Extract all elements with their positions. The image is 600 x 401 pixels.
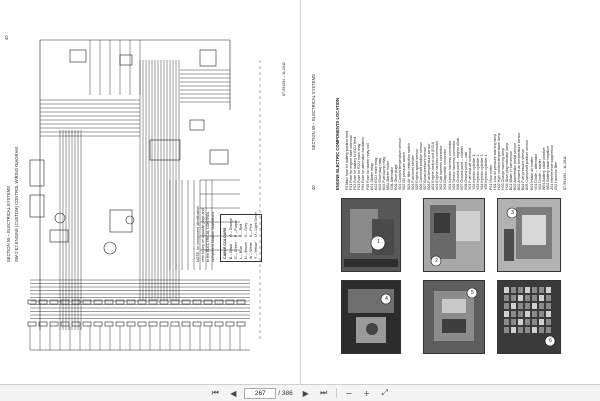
photo-5-image bbox=[424, 281, 484, 353]
photo-callout: 2 bbox=[435, 258, 438, 264]
component-list-item: Z02 Harness filter bbox=[554, 161, 559, 190]
photo-1-image bbox=[342, 199, 400, 271]
left-footer-code: 87-591354 – 11-2011 bbox=[282, 62, 286, 96]
component-list-item: P01 Hour meter bbox=[488, 164, 493, 190]
component-list-item: B05 Crankshaft position sensor bbox=[525, 140, 530, 190]
cable-colour-entry: S – Grey bbox=[244, 222, 248, 237]
next-page-button[interactable]: ▶ bbox=[299, 387, 313, 399]
last-page-icon: ⏭ bbox=[320, 388, 328, 397]
photo-2-image bbox=[424, 199, 484, 271]
component-list-item: H01 Low oil pressure warning lamp bbox=[492, 133, 497, 190]
photo-callout: 6 bbox=[549, 338, 552, 344]
component-list-item: F05 Fuse for starter relay coil bbox=[365, 143, 370, 190]
fit-page-button[interactable]: ⤢ bbox=[378, 387, 392, 399]
cable-colour-entry: U – Light Green bbox=[254, 211, 258, 237]
page-number-input[interactable]: 267 bbox=[244, 387, 277, 399]
photo-5: 5 bbox=[423, 280, 485, 354]
cable-colour-entry: R – Red bbox=[239, 223, 243, 237]
left-page-number: 40 bbox=[4, 35, 9, 40]
photo-callout: 4 bbox=[385, 296, 388, 302]
viewer-toolbar: ⏮ ◀ 267 / 386 ▶ ⏭ − + ⤢ bbox=[0, 384, 600, 401]
page-gutter bbox=[300, 0, 301, 384]
diagram-note-line: component location illustrations bbox=[211, 211, 215, 262]
cable-colours-box: CABLE COLOURS B – Black G – Green L – Bl… bbox=[220, 211, 262, 262]
first-page-icon: ⏮ bbox=[211, 388, 219, 397]
first-page-button[interactable]: ⏮ bbox=[208, 387, 222, 399]
diagram-note-line: to the ELECTRICAL CONTROL bbox=[206, 211, 210, 262]
fit-page-icon: ⤢ bbox=[381, 388, 388, 397]
left-section-title: SECTION 55 – ELECTRICAL SYSTEMS bbox=[6, 186, 11, 262]
last-page-button[interactable]: ⏭ bbox=[317, 387, 331, 399]
photo-1: 1 bbox=[341, 198, 401, 272]
component-list-item: E01 Intake air heater bbox=[529, 156, 534, 190]
previous-page-icon: ◀ bbox=[230, 388, 237, 398]
component-list-item: S04 Fuel level sender bbox=[410, 155, 415, 190]
photo-6: 6 bbox=[497, 280, 561, 354]
photo-callout: 3 bbox=[511, 210, 514, 216]
next-page-icon: ▶ bbox=[302, 388, 309, 398]
component-list-item: Y05 Injector cylinder 4 bbox=[484, 154, 489, 190]
wiring-diagram bbox=[27, 39, 261, 351]
zoom-in-icon: + bbox=[363, 388, 371, 398]
cable-colour-entry: B – Black bbox=[229, 243, 233, 259]
photo-callout: 5 bbox=[471, 290, 474, 296]
photo-callout: 1 bbox=[377, 239, 380, 245]
zoom-out-button[interactable]: − bbox=[342, 387, 356, 399]
diagram-note-line: refer to key on opposite page and bbox=[201, 208, 205, 262]
cable-colour-entry: Y – Yellow bbox=[254, 242, 258, 259]
zoom-in-button[interactable]: + bbox=[360, 387, 374, 399]
photo-4-image bbox=[342, 281, 400, 353]
component-list-item: X05 Sensor harness connector bbox=[451, 140, 456, 190]
cable-colour-entry: N – Brown bbox=[244, 242, 248, 259]
photo-2: 2 bbox=[423, 198, 485, 272]
previous-page-button[interactable]: ◀ bbox=[226, 387, 240, 399]
diagram-note-line: NOTE: for component identification bbox=[196, 206, 200, 262]
component-list-item: S02 Oil pressure switch bbox=[402, 152, 407, 190]
component-list-item: F04 Fuse for alternator excitation bbox=[361, 137, 366, 190]
photo-4: 4 bbox=[341, 280, 401, 354]
photo-3-image bbox=[498, 199, 560, 271]
toolbar-separator bbox=[335, 388, 337, 398]
left-diagram-title: SW-2 E2 ENGINE (CUSTOM) CONTROL WIRING D… bbox=[14, 147, 19, 262]
cable-colour-entry: P – Purple bbox=[234, 220, 238, 237]
cable-colour-entry: G – Green bbox=[234, 242, 238, 259]
photo-3: 3 bbox=[497, 198, 561, 272]
cable-colours-title: CABLE COLOURS bbox=[223, 227, 227, 259]
component-list-item: V01 Diode – alternator bbox=[533, 154, 538, 190]
photo-6-image bbox=[498, 281, 560, 353]
cable-colour-entry: L – Blue bbox=[239, 245, 243, 259]
left-page: 40 SECTION 55 – ELECTRICAL SYSTEMS SW-2 … bbox=[0, 0, 300, 384]
cable-colour-entry: O – Orange bbox=[229, 218, 233, 237]
component-list-item: S03 Air filter restriction switch bbox=[406, 143, 411, 190]
component-list-item: X03 Diagnostic connector bbox=[443, 149, 448, 190]
right-page: 40 SECTION 55 – ELECTRICAL SYSTEMS 87-59… bbox=[301, 0, 600, 384]
component-list-item: X04 Injector harness connector bbox=[447, 140, 452, 190]
cable-colour-entry: W – White bbox=[249, 242, 253, 259]
page-total: / 386 bbox=[278, 389, 293, 397]
component-list-item: K01 Starter relay bbox=[369, 163, 374, 190]
cable-colour-entry: K – Pink bbox=[249, 223, 253, 237]
zoom-out-icon: − bbox=[345, 388, 353, 398]
